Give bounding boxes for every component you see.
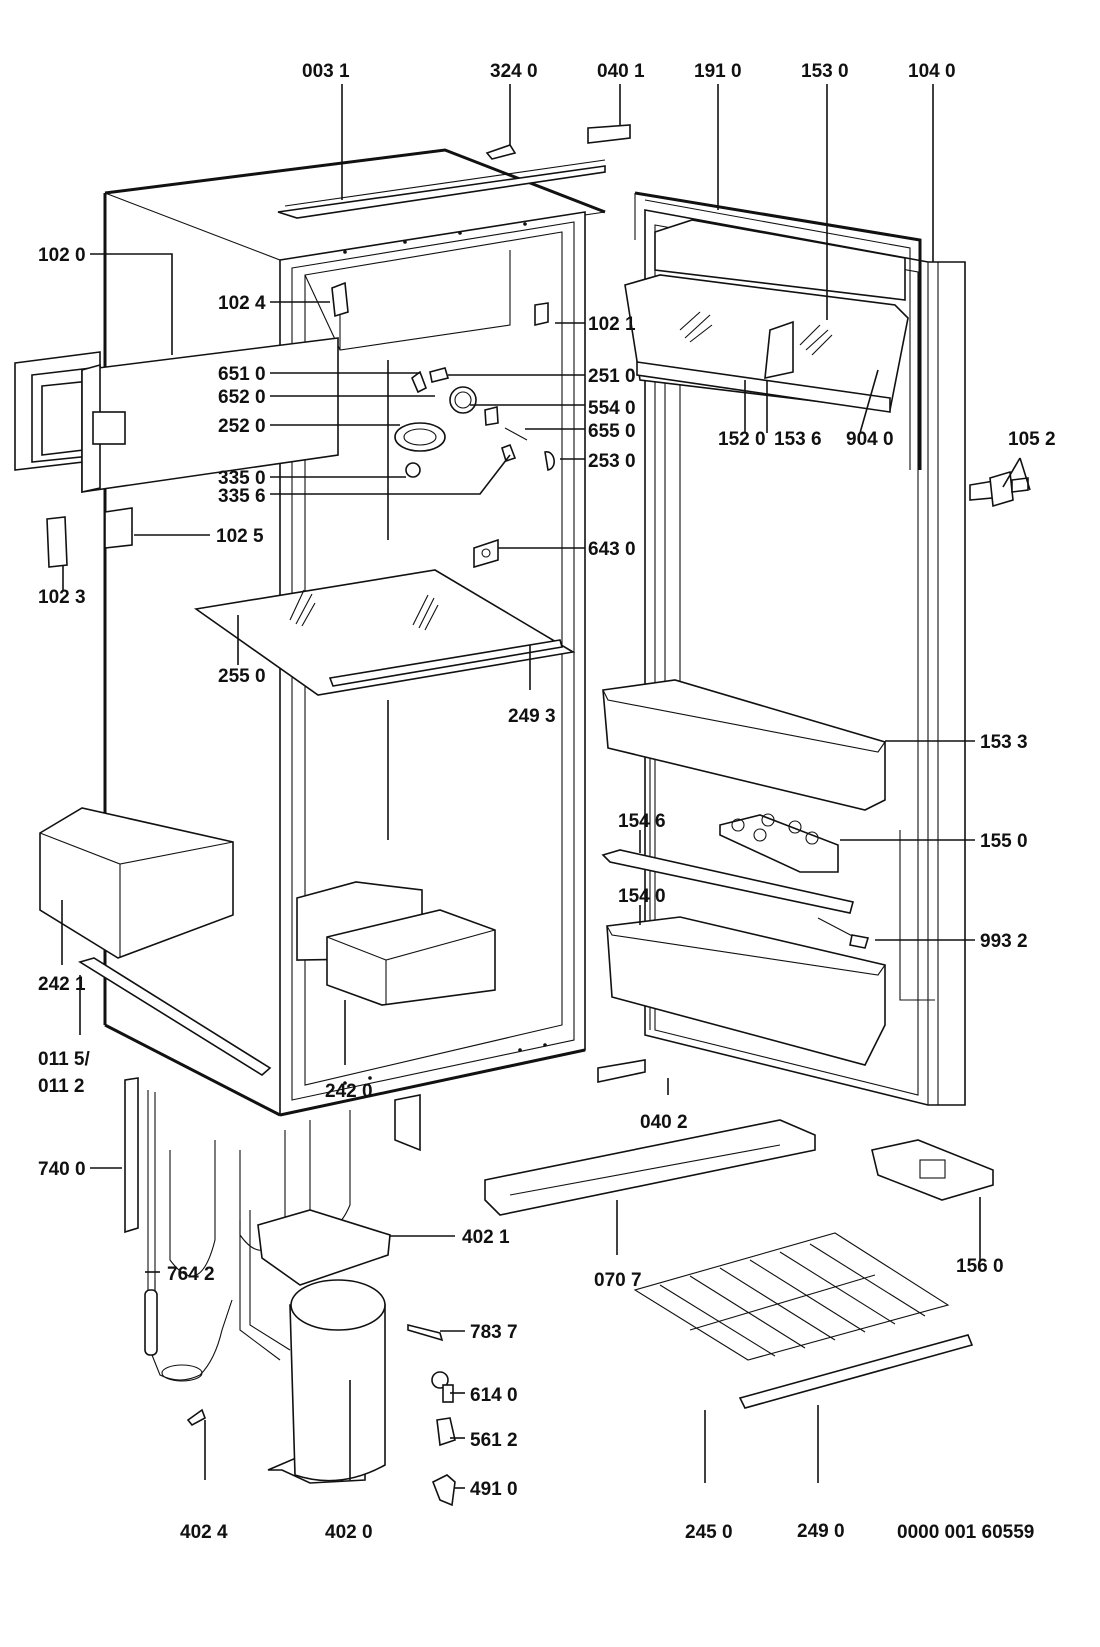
part-label: 153 3 bbox=[980, 732, 1028, 753]
part-label: 102 4 bbox=[218, 293, 266, 314]
part-label: 252 0 bbox=[218, 416, 266, 437]
part-label: 561 2 bbox=[470, 1430, 518, 1451]
part-label: 402 4 bbox=[180, 1522, 228, 1543]
part-label: 153 0 bbox=[801, 61, 849, 82]
part-label: 102 0 bbox=[38, 245, 86, 266]
part-label: 255 0 bbox=[218, 666, 266, 687]
part-label: 253 0 bbox=[588, 451, 636, 472]
part-label: 040 1 bbox=[597, 61, 645, 82]
part-label: 102 3 bbox=[38, 587, 86, 608]
part-label: 554 0 bbox=[588, 398, 636, 419]
drawing-number: 0000 001 60559 bbox=[897, 1522, 1034, 1543]
part-label: 251 0 bbox=[588, 366, 636, 387]
part-label: 104 0 bbox=[908, 61, 956, 82]
top-hardware bbox=[485, 124, 646, 1083]
part-label: 993 2 bbox=[980, 931, 1028, 952]
door-shelves bbox=[601, 679, 886, 1066]
part-label: 003 1 bbox=[302, 61, 350, 82]
wire-shelf bbox=[633, 1232, 974, 1409]
part-label: 651 0 bbox=[218, 364, 266, 385]
part-label: 335 6 bbox=[218, 486, 266, 507]
part-label: 643 0 bbox=[588, 539, 636, 560]
part-label: 783 7 bbox=[470, 1322, 518, 1343]
part-label: 324 0 bbox=[490, 61, 538, 82]
part-label: 154 0 bbox=[618, 886, 666, 907]
freezer-small-parts bbox=[46, 281, 555, 569]
freezer-door bbox=[14, 337, 339, 493]
part-label: 249 3 bbox=[508, 706, 556, 727]
part-label: 040 2 bbox=[640, 1112, 688, 1133]
part-label: 102 1 bbox=[588, 314, 636, 335]
part-label: 402 0 bbox=[325, 1522, 373, 1543]
part-label: 156 0 bbox=[956, 1256, 1004, 1277]
ice-tray bbox=[871, 1139, 994, 1201]
hinge bbox=[969, 470, 1029, 508]
part-label: 153 6 bbox=[774, 429, 822, 450]
kickplate bbox=[484, 1119, 816, 1216]
part-label: 614 0 bbox=[470, 1385, 518, 1406]
part-label: 242 0 bbox=[325, 1081, 373, 1102]
part-label: 904 0 bbox=[846, 429, 894, 450]
part-label: 191 0 bbox=[694, 61, 742, 82]
part-label: 249 0 bbox=[797, 1521, 845, 1542]
part-label: 402 1 bbox=[462, 1227, 510, 1248]
part-labels: 003 1 324 0 040 1 191 0 153 0 104 0 102 … bbox=[38, 61, 1056, 1543]
part-label: 764 2 bbox=[167, 1264, 215, 1285]
part-label: 655 0 bbox=[588, 421, 636, 442]
part-label: 242 1 bbox=[38, 974, 86, 995]
part-label: 070 7 bbox=[594, 1270, 642, 1291]
part-label: 154 6 bbox=[618, 811, 666, 832]
glass-shelf bbox=[193, 569, 576, 696]
part-label: 740 0 bbox=[38, 1159, 86, 1180]
bottom-trim bbox=[78, 957, 272, 1076]
part-label: 155 0 bbox=[980, 831, 1028, 852]
part-label: 011 5/ bbox=[38, 1049, 90, 1070]
leader-lines bbox=[61, 84, 1031, 1489]
compressor bbox=[186, 1209, 456, 1507]
part-label: 011 2 bbox=[38, 1076, 85, 1097]
part-label: 105 2 bbox=[1008, 429, 1056, 450]
part-label: 152 0 bbox=[718, 429, 766, 450]
crisper-bins bbox=[39, 807, 496, 1006]
part-label: 652 0 bbox=[218, 387, 266, 408]
part-label: 102 5 bbox=[216, 526, 264, 547]
part-label: 491 0 bbox=[470, 1479, 518, 1500]
condenser bbox=[124, 1077, 421, 1382]
part-label: 335 0 bbox=[218, 468, 266, 489]
part-label: 245 0 bbox=[685, 1522, 733, 1543]
